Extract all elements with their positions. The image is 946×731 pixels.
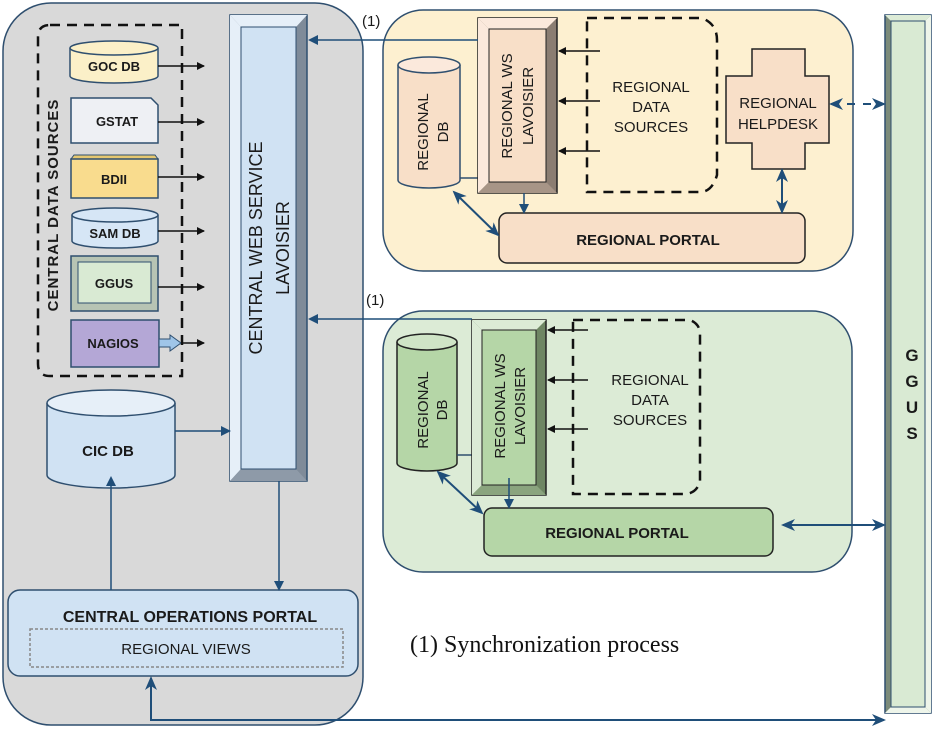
db-portal-arrow-top bbox=[452, 190, 500, 237]
central-data-sources-label: CENTRAL DATA SOURCES bbox=[45, 99, 62, 312]
region-top-db[interactable]: REGIONAL DB bbox=[397, 56, 461, 189]
svg-text:REGIONAL PORTAL: REGIONAL PORTAL bbox=[545, 525, 689, 542]
svg-text:SAM DB: SAM DB bbox=[89, 226, 140, 241]
svg-text:REGIONAL WS: REGIONAL WS bbox=[492, 353, 509, 458]
svg-text:SOURCES: SOURCES bbox=[613, 412, 687, 429]
svg-text:CIC DB: CIC DB bbox=[82, 443, 134, 460]
svg-text:SOURCES: SOURCES bbox=[614, 119, 688, 136]
central-web-service-lavoisier[interactable]: CENTRAL WEB SERVICE LAVOISIER bbox=[229, 14, 308, 482]
svg-text:DB: DB bbox=[435, 122, 452, 143]
ggus-letter: S bbox=[906, 424, 917, 443]
nagios-source[interactable]: NAGIOS bbox=[70, 319, 182, 368]
svg-text:LAVOISIER: LAVOISIER bbox=[520, 67, 537, 145]
svg-text:DATA: DATA bbox=[632, 99, 670, 116]
central-panel: CENTRAL DATA SOURCES GOC DB GSTAT BDII S… bbox=[2, 2, 364, 726]
cic-db[interactable]: CIC DB bbox=[46, 389, 176, 489]
svg-text:REGIONAL VIEWS: REGIONAL VIEWS bbox=[121, 641, 250, 658]
legend-sync-process: (1) Synchronization process bbox=[410, 632, 679, 658]
svg-text:CENTRAL OPERATIONS PORTAL: CENTRAL OPERATIONS PORTAL bbox=[63, 609, 317, 626]
region-bottom-db[interactable]: REGIONAL DB bbox=[396, 333, 458, 472]
ggus-letter: U bbox=[906, 398, 918, 417]
gstat-source[interactable]: GSTAT bbox=[70, 97, 159, 144]
svg-text:REGIONAL: REGIONAL bbox=[415, 371, 432, 449]
region-top-ws-lavoisier[interactable]: REGIONAL WS LAVOISIER bbox=[477, 17, 558, 194]
svg-text:CENTRAL WEB SERVICE: CENTRAL WEB SERVICE bbox=[246, 141, 266, 354]
svg-text:GOC DB: GOC DB bbox=[88, 59, 140, 74]
region-bottom-ws-lavoisier[interactable]: REGIONAL WS LAVOISIER bbox=[471, 319, 547, 496]
region-bottom-portal[interactable]: REGIONAL PORTAL bbox=[483, 507, 774, 557]
bdii-source[interactable]: BDII bbox=[70, 154, 159, 199]
sync-marker-bottom: (1) bbox=[366, 292, 384, 309]
region-top-helpdesk[interactable]: REGIONAL HELPDESK bbox=[725, 48, 830, 170]
svg-text:LAVOISIER: LAVOISIER bbox=[273, 201, 293, 295]
db-portal-arrow-bottom bbox=[436, 470, 484, 515]
svg-text:REGIONAL: REGIONAL bbox=[415, 93, 432, 171]
svg-text:REGIONAL PORTAL: REGIONAL PORTAL bbox=[576, 232, 720, 249]
svg-text:REGIONAL: REGIONAL bbox=[739, 95, 817, 112]
region-top-data-sources-group[interactable] bbox=[585, 16, 719, 194]
sam-db-source[interactable]: SAM DB bbox=[71, 207, 159, 249]
ggus-source[interactable]: GGUS bbox=[70, 255, 159, 312]
svg-text:REGIONAL: REGIONAL bbox=[612, 79, 690, 96]
region-bottom-data-sources-group[interactable] bbox=[571, 318, 702, 496]
region-top-panel: REGIONAL DB REGIONAL WS LAVOISIER REGION… bbox=[382, 9, 854, 272]
goc-db-source[interactable]: GOC DB bbox=[69, 40, 159, 84]
svg-text:HELPDESK: HELPDESK bbox=[738, 116, 818, 133]
svg-text:REGIONAL: REGIONAL bbox=[611, 372, 689, 389]
region-top-portal[interactable]: REGIONAL PORTAL bbox=[498, 212, 806, 264]
svg-text:NAGIOS: NAGIOS bbox=[87, 336, 139, 351]
central-operations-portal[interactable]: CENTRAL OPERATIONS PORTAL REGIONAL VIEWS bbox=[7, 589, 359, 677]
region-bottom-source-arrows bbox=[547, 326, 588, 433]
svg-text:GSTAT: GSTAT bbox=[96, 114, 138, 129]
ggus-letter: G bbox=[905, 346, 918, 365]
region-bottom-panel: REGIONAL DB REGIONAL WS LAVOISIER REGION… bbox=[382, 310, 853, 573]
regional-views[interactable] bbox=[29, 628, 344, 668]
svg-text:LAVOISIER: LAVOISIER bbox=[512, 367, 529, 445]
region-top-source-arrows bbox=[558, 47, 600, 155]
sync-marker-top: (1) bbox=[362, 13, 380, 30]
svg-text:BDII: BDII bbox=[101, 172, 127, 187]
ggus-central-portal-arrow bbox=[145, 676, 886, 726]
svg-text:GGUS: GGUS bbox=[95, 276, 134, 291]
svg-text:DB: DB bbox=[434, 400, 451, 421]
central-data-sources-group bbox=[36, 23, 184, 378]
svg-text:DATA: DATA bbox=[631, 392, 669, 409]
source-arrows bbox=[158, 62, 205, 347]
svg-text:REGIONAL WS: REGIONAL WS bbox=[499, 53, 516, 158]
sync-arrows: (1) (1) bbox=[308, 13, 478, 324]
ggus-letter: G bbox=[905, 372, 918, 391]
